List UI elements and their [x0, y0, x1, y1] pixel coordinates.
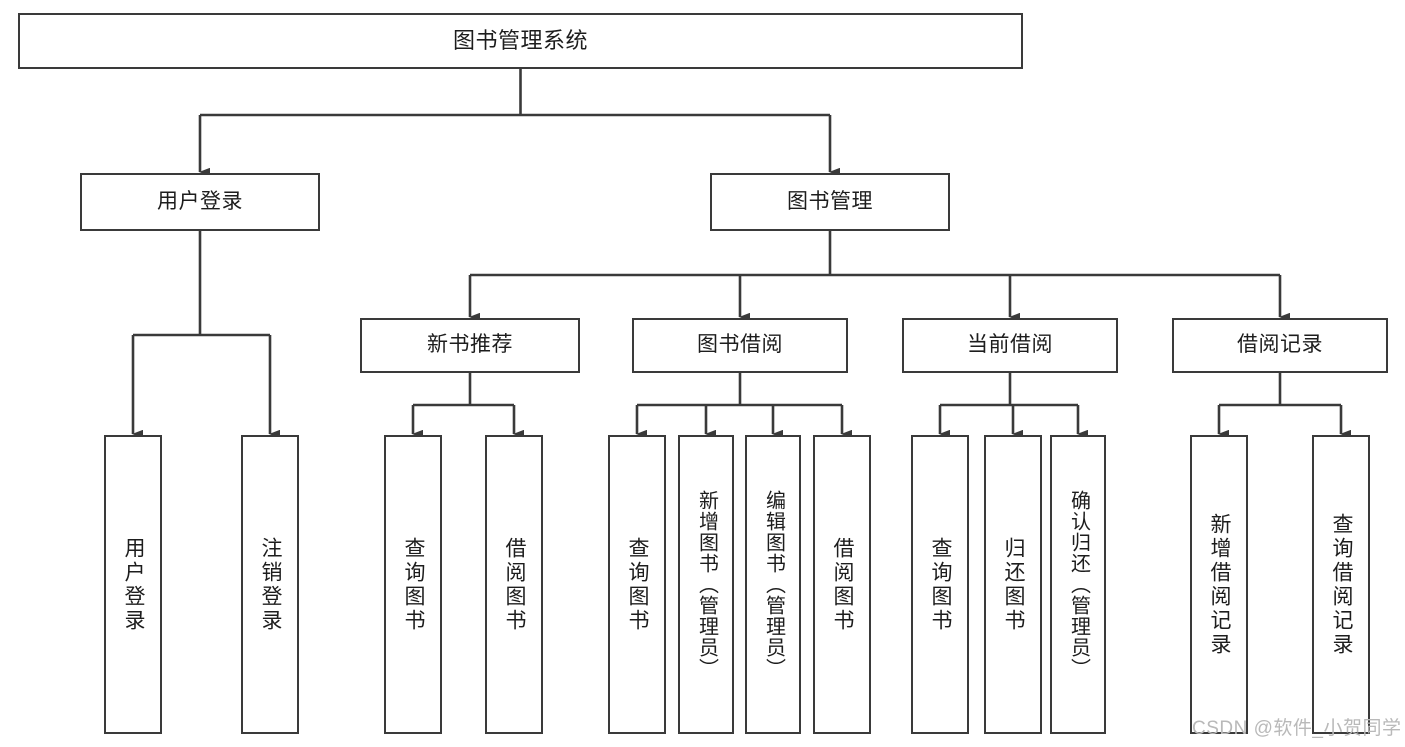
- leaf-user-login[interactable]: 用户登录: [104, 435, 162, 734]
- node-label: 新书推荐: [427, 333, 513, 357]
- node-label: 当前借阅: [967, 333, 1053, 357]
- leaf-add-book-admin[interactable]: 新增图书（管理员）: [678, 435, 734, 734]
- node-borrow-record[interactable]: 借阅记录: [1172, 318, 1388, 373]
- node-label: 确认归还（管理员）: [1067, 490, 1090, 679]
- node-book-management[interactable]: 图书管理: [710, 173, 950, 231]
- node-new-book-recommend[interactable]: 新书推荐: [360, 318, 580, 373]
- node-label: 注销登录: [259, 536, 283, 633]
- node-label: 查询图书: [402, 536, 426, 633]
- leaf-query-borrow-record[interactable]: 查询借阅记录: [1312, 435, 1370, 734]
- node-user-login[interactable]: 用户登录: [80, 173, 320, 231]
- leaf-borrow-book[interactable]: 借阅图书: [813, 435, 871, 734]
- node-label: 归还图书: [1002, 536, 1026, 633]
- node-label: 用户登录: [157, 189, 243, 213]
- leaf-borrow-book-recommend[interactable]: 借阅图书: [485, 435, 543, 734]
- leaf-query-book-current[interactable]: 查询图书: [911, 435, 969, 734]
- leaf-logout[interactable]: 注销登录: [241, 435, 299, 734]
- node-label: 借阅图书: [503, 536, 527, 633]
- node-label: 新增借阅记录: [1208, 512, 1232, 657]
- node-label: 编辑图书（管理员）: [762, 490, 785, 679]
- leaf-add-borrow-record[interactable]: 新增借阅记录: [1190, 435, 1248, 734]
- node-label: 图书管理: [787, 189, 873, 213]
- node-label: 借阅记录: [1237, 333, 1323, 357]
- leaf-confirm-return-admin[interactable]: 确认归还（管理员）: [1050, 435, 1106, 734]
- leaf-query-book-recommend[interactable]: 查询图书: [384, 435, 442, 734]
- node-label: 查询图书: [929, 536, 953, 633]
- leaf-return-book[interactable]: 归还图书: [984, 435, 1042, 734]
- node-label: 查询借阅记录: [1330, 512, 1354, 657]
- node-current-borrow[interactable]: 当前借阅: [902, 318, 1118, 373]
- node-label: 借阅图书: [831, 536, 855, 633]
- node-label: 查询图书: [626, 536, 650, 633]
- leaf-query-book-borrow[interactable]: 查询图书: [608, 435, 666, 734]
- leaf-edit-book-admin[interactable]: 编辑图书（管理员）: [745, 435, 801, 734]
- node-label: 图书管理系统: [452, 28, 588, 54]
- node-label: 图书借阅: [697, 333, 783, 357]
- node-label: 用户登录: [122, 536, 146, 633]
- node-root[interactable]: 图书管理系统: [18, 13, 1023, 69]
- node-label: 新增图书（管理员）: [695, 490, 718, 679]
- csdn-watermark: CSDN @软件_小贺同学: [1192, 718, 1402, 739]
- node-book-borrow[interactable]: 图书借阅: [632, 318, 848, 373]
